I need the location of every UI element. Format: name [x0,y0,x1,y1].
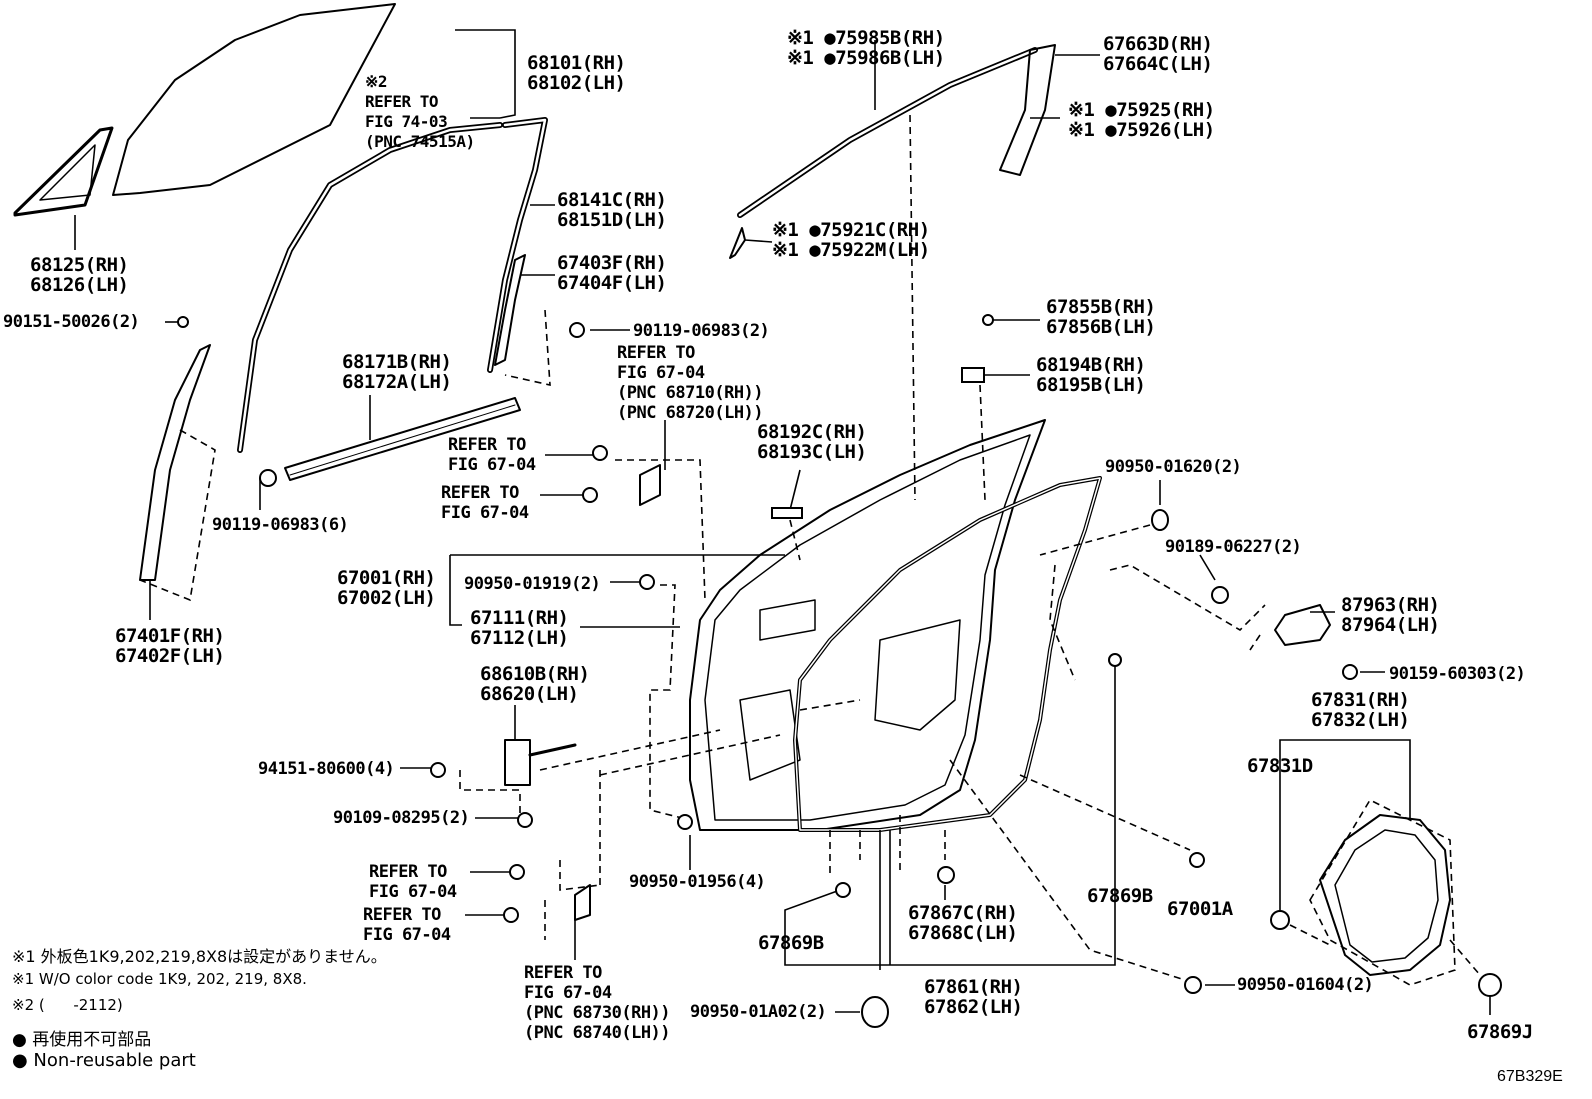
pillar-garnish [999,44,1056,176]
label-bolt-06983-6: 90119-06983(6) [212,515,349,535]
label-weatherstrip-67861: 67861(RH)67862(LH) [924,976,1023,1018]
label-front-channel: 67401F(RH)67402F(LH) [115,625,225,667]
label-clip-01919: 90950-01919(2) [464,574,601,594]
plug-icon [861,996,889,1028]
label-screw-60303: 90159-60303(2) [1389,664,1526,684]
label-plug-67001a: 67001A [1167,898,1233,920]
label-moulding-75925: ※1 ●75925(RH)※1 ●75926(LH) [1068,99,1215,141]
label-rear-seal: 67403F(RH)67404F(LH) [557,252,667,294]
label-glass-run: 68141C(RH)68151D(LH) [557,189,667,231]
label-roof-moulding: ※1 ●75985B(RH)※1 ●75986B(LH) [787,27,945,69]
label-belt-weatherstrip: 68171B(RH)68172A(LH) [342,351,452,393]
plug-icon [677,814,693,830]
label-clip-67869b-left: 67869B [758,932,824,954]
label-plug-01620: 90950-01620(2) [1105,457,1242,477]
clip-icon [1108,653,1122,667]
label-bolt-08295: 90109-08295(2) [333,808,470,828]
screw-icon [1342,664,1358,680]
label-plug-01956: 90950-01956(4) [629,872,766,892]
label-clip-67869b-right: 67869B [1087,885,1153,907]
rear-seal [494,254,526,366]
door-frame [689,419,1046,831]
vent-glass-shape [13,126,114,217]
label-bolt-50026: 90151-50026(2) [3,312,140,332]
label-door-check: 68610B(RH)68620(LH) [480,663,590,705]
label-moulding-75921: ※1 ●75921C(RH)※1 ●75922M(LH) [772,219,930,261]
clip-icon [982,314,994,326]
label-door-glass: 68101(RH)68102(LH) [527,52,626,94]
label-bolt-80600: 94151-80600(4) [258,759,395,779]
label-cover-87963: 87963(RH)87964(LH) [1341,594,1440,636]
bolt-icon [177,316,189,328]
label-clip-06227: 90189-06227(2) [1165,537,1302,557]
hinge-lower [574,884,591,921]
label-bracket-68194: 68194B(RH)68195B(LH) [1036,354,1146,396]
diagram-code: 67B329E [1497,1068,1563,1085]
note-1-english: ※1 W/O color code 1K9, 202, 219, 8X8. [12,970,307,988]
bolt-icon [259,469,277,487]
plug-icon [1151,509,1169,531]
cover-bracket [1274,604,1331,646]
hinge-shape [639,464,661,506]
label-stopper-68192: 68192C(RH)68193C(LH) [757,421,867,463]
label-clip-67869j: 67869J [1467,1021,1533,1043]
stopper-icon [771,507,803,519]
clip-icon [1270,910,1290,930]
label-weatherstrip-67867: 67867C(RH)67868C(LH) [908,902,1018,944]
label-garnish-67663: 67663D(RH)67664C(LH) [1103,33,1213,75]
bolt-icon [509,864,525,880]
clip-icon [1478,973,1502,997]
service-hole-cover [1319,814,1451,976]
plug-icon [1184,976,1202,994]
label-service-cover-d: 67831D [1247,755,1313,777]
bolt-icon [592,445,608,461]
bolt-icon [569,322,585,338]
label-plug-01a02: 90950-01A02(2) [690,1002,827,1022]
bolt-icon [503,907,519,923]
belt-weatherstrip [284,397,521,481]
clip-icon [835,882,851,898]
roof-moulding [737,47,1038,218]
bolt-icon [430,762,446,778]
door-glass-shape [112,3,396,196]
legend-english: ● Non-reusable part [12,1050,196,1071]
label-bracket-67855: 67855B(RH)67856B(LH) [1046,296,1156,338]
label-plug-01604: 90950-01604(2) [1237,975,1374,995]
label-vent-glass: 68125(RH)68126(LH) [30,254,129,296]
bolt-icon [582,487,598,503]
plug-icon [1189,852,1205,868]
note-2: ※2 ( -2112) [12,996,123,1014]
label-door-panel: 67001(RH)67002(LH) [337,567,436,609]
note-1-japanese: ※1 外板色1K9,202,219,8X8は設定がありません。 [12,947,387,966]
label-cover-67111: 67111(RH)67112(LH) [470,607,569,649]
clip-icon [1211,586,1229,604]
legend-japanese: ● 再使用不可部品 [12,1030,152,1050]
clip-icon [937,866,955,884]
bracket-icon [961,367,985,383]
label-service-cover: 67831(RH)67832(LH) [1311,689,1410,731]
label-bolt-06983-2: 90119-06983(2) [633,321,770,341]
door-check-body [504,739,531,786]
front-channel [139,344,211,581]
clip-icon [639,574,655,590]
bolt-icon [517,812,533,828]
